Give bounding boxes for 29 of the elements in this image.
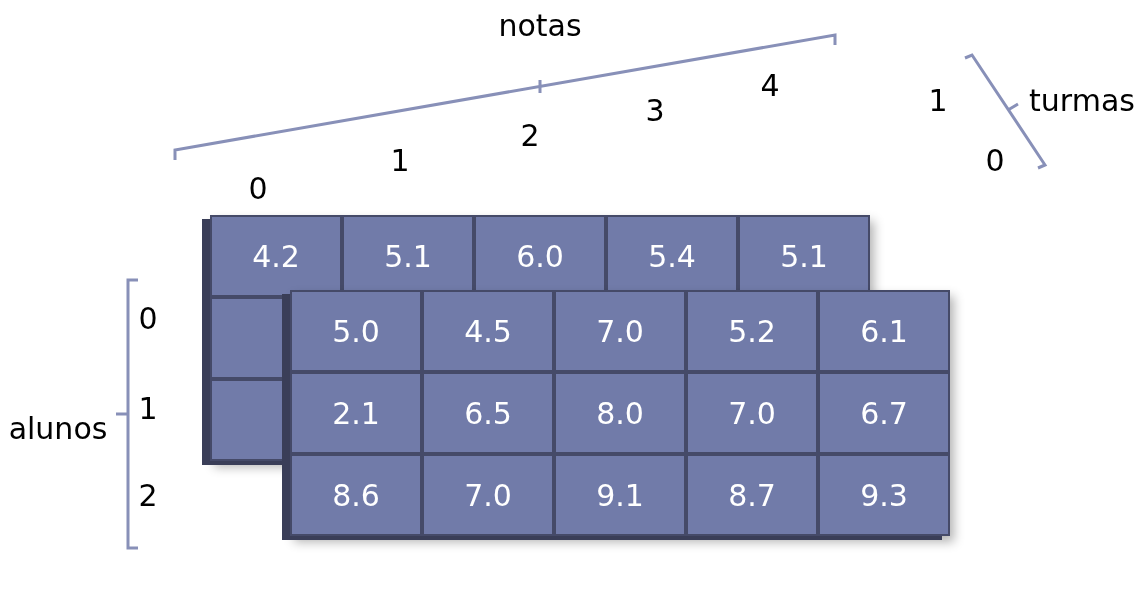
grid-cell: 8.0 xyxy=(554,372,686,454)
grid-cell: 8.7 xyxy=(686,454,818,536)
index-number: 0 xyxy=(985,142,1005,178)
grid-cell: 6.5 xyxy=(422,372,554,454)
axis-label: turmas xyxy=(1029,82,1134,118)
grid-cell: 6.1 xyxy=(818,290,950,372)
index-number: 0 xyxy=(248,170,268,206)
grid-cell: 4.2 xyxy=(210,215,342,297)
grid-cell: 7.0 xyxy=(686,372,818,454)
index-number: 1 xyxy=(138,390,158,426)
index-number: 3 xyxy=(645,92,665,128)
grid-cell: 9.3 xyxy=(818,454,950,536)
axis-label: alunos xyxy=(8,410,108,446)
grid-cell: 5.2 xyxy=(686,290,818,372)
grid-cell: 9.1 xyxy=(554,454,686,536)
grid-cell: 7.0 xyxy=(554,290,686,372)
grid-cell: 2.1 xyxy=(290,372,422,454)
index-number: 1 xyxy=(390,142,410,178)
index-number: 0 xyxy=(138,300,158,336)
grid-cell: 8.6 xyxy=(290,454,422,536)
axis-label: notas xyxy=(498,7,582,43)
index-number: 4 xyxy=(760,67,780,103)
index-number: 2 xyxy=(520,117,540,153)
grid-cell: 7.0 xyxy=(422,454,554,536)
grid-cell: 6.7 xyxy=(818,372,950,454)
grid-cell: 4.5 xyxy=(422,290,554,372)
grid-cell: 5.0 xyxy=(290,290,422,372)
index-number: 2 xyxy=(138,477,158,513)
index-number: 1 xyxy=(928,82,948,118)
